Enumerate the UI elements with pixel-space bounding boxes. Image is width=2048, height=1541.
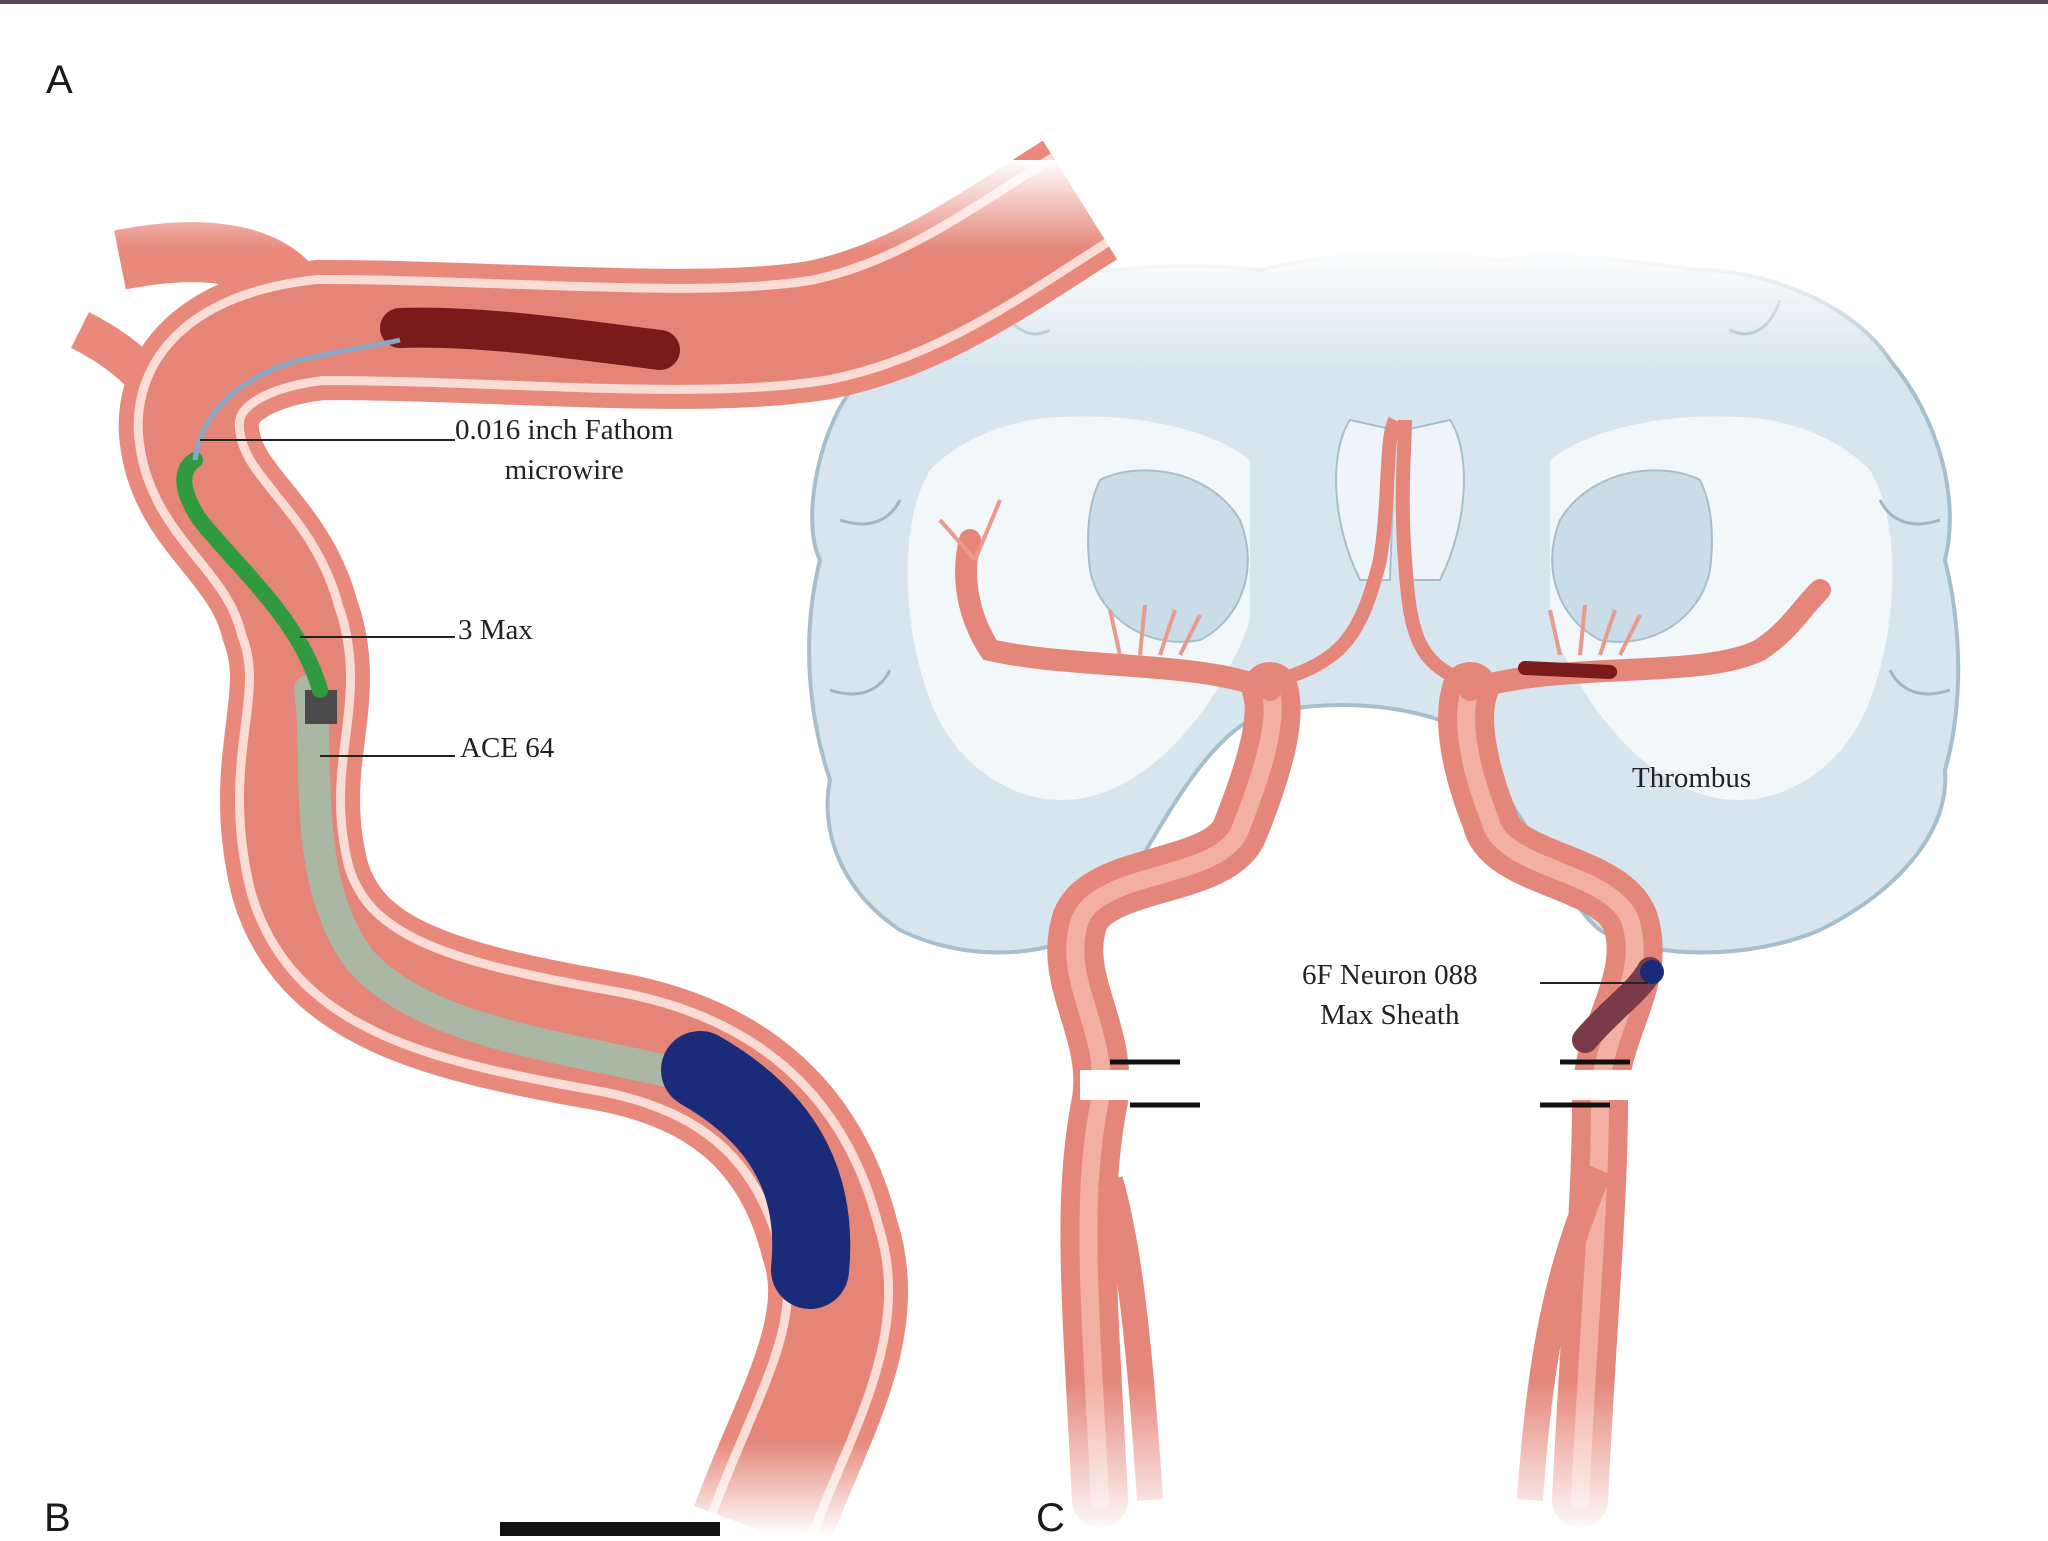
label-thrombus: Thrombus xyxy=(1632,762,1752,794)
label-ace64: ACE 64 xyxy=(460,732,555,764)
interventional-vessel xyxy=(60,140,1120,1536)
thrombus-mca xyxy=(1518,661,1617,679)
perforator-arteries xyxy=(938,499,1642,656)
label-microwire: 0.016 inch Fathom microwire xyxy=(455,410,673,490)
basal-ganglia-left xyxy=(1087,469,1249,643)
sheath-catheter xyxy=(661,1031,851,1309)
panel-letter-b: B xyxy=(44,1496,71,1540)
label-sheath: 6F Neuron 088 Max Sheath xyxy=(1302,955,1478,1035)
label-sheath-line1: 6F Neuron 088 xyxy=(1302,959,1478,991)
label-microwire-line2: microwire xyxy=(504,454,624,486)
scale-bar xyxy=(500,1522,720,1536)
ventricle-right xyxy=(1403,418,1465,581)
basal-ganglia-right xyxy=(1551,469,1713,643)
label-microwire-line1: 0.016 inch Fathom xyxy=(455,414,674,446)
panel-letter-a: A xyxy=(46,58,73,102)
callout-leaders xyxy=(200,439,1648,984)
ace64-catheter xyxy=(294,674,716,1096)
thrombus xyxy=(380,307,680,370)
label-sheath-line2: Max Sheath xyxy=(1320,999,1460,1031)
cerebral-arteries xyxy=(938,416,1831,1536)
left-middle-cerebral-artery xyxy=(955,529,1281,701)
brain-coronal-section xyxy=(807,250,1961,955)
panel-letter-c: C xyxy=(1036,1496,1065,1540)
label-3max: 3 Max xyxy=(458,614,533,646)
3max-catheter xyxy=(176,452,328,698)
microwire xyxy=(192,337,401,461)
top-border xyxy=(0,0,2048,4)
